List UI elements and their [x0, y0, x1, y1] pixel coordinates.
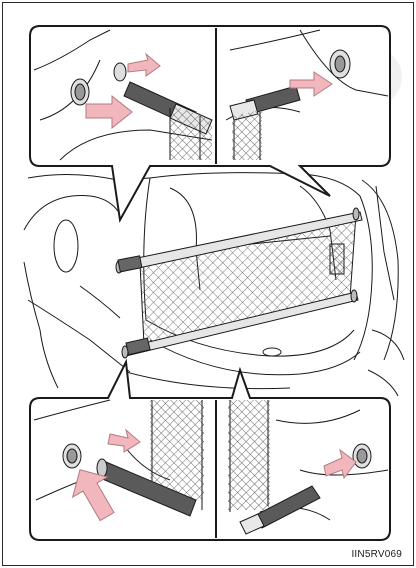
figure-code: IIN5RV069 [351, 549, 402, 560]
callout-top [30, 26, 390, 220]
callout-bottom [30, 362, 390, 540]
